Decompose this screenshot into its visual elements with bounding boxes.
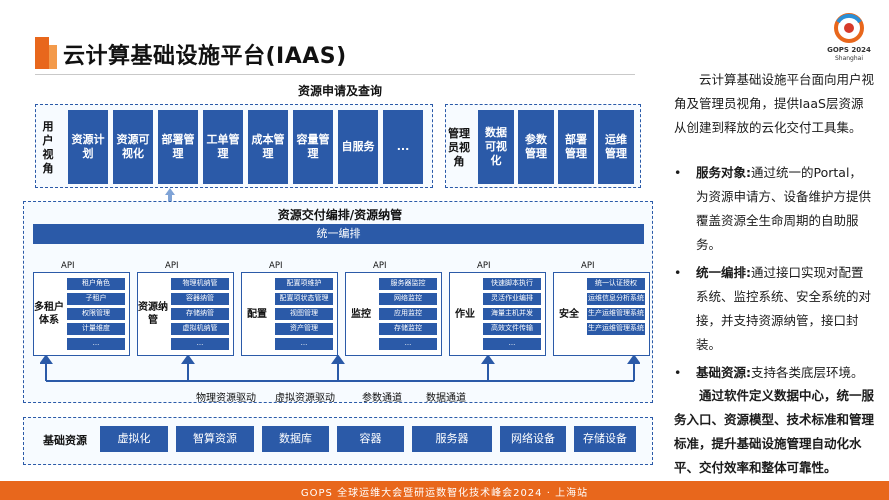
module-item: 统一认证授权 [587, 278, 645, 290]
api-label: API [61, 261, 75, 271]
gops-logo-icon [834, 13, 864, 43]
module-item: ... [171, 338, 229, 350]
logo-subtext: Shanghai [834, 55, 864, 62]
module-item: 海量主机并发 [483, 308, 541, 320]
request-section-title: 资源申请及查询 [297, 84, 382, 98]
module-item: 应用监控 [379, 308, 437, 320]
admin-item: 运维管理 [598, 110, 634, 184]
logo-text: GOPS 2024 [827, 46, 871, 54]
bullet-text: 通过接口实现对配置系统、监控系统、安全系统的对接，并支持资源纳管，接口封装。 [696, 265, 872, 352]
module-item: 容器纳管 [171, 293, 229, 305]
module-item: 存储监控 [379, 323, 437, 335]
unified-orchestration-bar: 统一编排 [33, 224, 644, 244]
module-item: 存储纳管 [171, 308, 229, 320]
base-item: 数据库 [262, 426, 329, 452]
base-item: 服务器 [412, 426, 492, 452]
admin-view-label: 管理员视角 [448, 127, 470, 168]
bullet-head: 基础资源: [696, 365, 751, 380]
driver-label: 虚拟资源驱动 [275, 393, 335, 404]
tenant-item: 资源可视化 [113, 110, 153, 184]
module-item: 租户角色 [67, 278, 125, 290]
api-label: API [477, 261, 491, 271]
api-label: API [269, 261, 283, 271]
bullet-head: 服务对象: [696, 165, 751, 180]
module-item: 计量维度 [67, 323, 125, 335]
driver-label: 数据通道 [426, 393, 466, 404]
module-item: 配置项状态管理 [275, 293, 333, 305]
module-item: ... [483, 338, 541, 350]
module-item: 服务器监控 [379, 278, 437, 290]
driver-label: 物理资源驱动 [196, 393, 256, 404]
bullet-dot: • [674, 165, 682, 180]
admin-item: 部署管理 [558, 110, 594, 184]
module-item: ... [379, 338, 437, 350]
base-resources-label: 基础资源 [43, 434, 87, 447]
module-item: 资产管理 [275, 323, 333, 335]
gops-logo: GOPS 2024 Shanghai [826, 12, 872, 66]
tenant-item: ... [383, 110, 423, 184]
driver-arrows [40, 355, 640, 382]
module-item: 视图管理 [275, 308, 333, 320]
title-divider [35, 74, 635, 75]
bullet-text: 通过统一的Portal，为资源申请方、设备维护方提供覆盖资源全生命周期的自助服务… [696, 165, 872, 252]
module-label: 作业 [455, 308, 475, 320]
module-label: 多租户体系 [34, 302, 64, 326]
api-label: API [581, 261, 595, 271]
description-intro: 云计算基础设施平台面向用户视角及管理员视角，提供IaaS层资源从创建到释放的云化… [674, 72, 875, 135]
base-item: 存储设备 [574, 426, 636, 452]
orchestration-title: 资源交付编排/资源纳管 [277, 208, 403, 222]
footer-bar [0, 481, 889, 500]
description-bullet: 服务对象:通过统一的Portal，为资源申请方、设备维护方提供覆盖资源全生命周期… [696, 161, 874, 257]
page-title: 云计算基础设施平台(IAAS) [63, 44, 347, 69]
base-item: 智算资源 [176, 426, 254, 452]
tenant-item: 自服务 [338, 110, 378, 184]
module-item: 子租户 [67, 293, 125, 305]
bullet-text: 支持各类底层环境。 [751, 365, 864, 380]
module-item: 高效文件传输 [483, 323, 541, 335]
module-item: ... [67, 338, 125, 350]
module-item: 生产运维管理系统 [587, 308, 645, 320]
api-label: API [373, 261, 387, 271]
module-item: 物理机纳管 [171, 278, 229, 290]
bullet-head: 统一编排: [696, 265, 751, 280]
tenant-item: 资源计划 [68, 110, 108, 184]
base-item: 容器 [337, 426, 404, 452]
module-item: ... [275, 338, 333, 350]
tenant-view-label: 用户视角 [42, 120, 54, 175]
module-item: 配置项维护 [275, 278, 333, 290]
module-item: 运维信息分析系统 [587, 293, 645, 305]
module-label: 安全 [559, 308, 579, 320]
description-bullet: 基础资源:支持各类底层环境。 [696, 361, 874, 385]
module-item: 虚拟机纳管 [171, 323, 229, 335]
module-item: 网络监控 [379, 293, 437, 305]
module-label: 配置 [247, 308, 267, 320]
admin-item: 数据可视化 [478, 110, 514, 184]
tenant-item: 成本管理 [248, 110, 288, 184]
base-item: 虚拟化 [100, 426, 168, 452]
module-item: 灵活作业编排 [483, 293, 541, 305]
module-label: 监控 [351, 308, 371, 320]
tenant-item: 工单管理 [203, 110, 243, 184]
description-summary: 通过软件定义数据中心，统一服务入口、资源模型、技术标准和管理标准，提升基础设施管… [674, 388, 875, 475]
api-label: API [165, 261, 179, 271]
description-bullet: 统一编排:通过接口实现对配置系统、监控系统、安全系统的对接，并支持资源纳管，接口… [696, 261, 874, 357]
bullet-dot: • [674, 365, 682, 380]
footer-text: GOPS 全球运维大会暨研运数智化技术峰会2024 · 上海站 [300, 488, 589, 499]
module-item: 权限管理 [67, 308, 125, 320]
module-label: 资源纳管 [138, 302, 168, 326]
title-accent-icon [35, 37, 57, 69]
tenant-item: 容量管理 [293, 110, 333, 184]
admin-item: 参数管理 [518, 110, 554, 184]
module-item: 生产运维管理系统 [587, 323, 645, 335]
driver-label: 参数通道 [362, 393, 402, 404]
tenant-item: 部署管理 [158, 110, 198, 184]
base-item: 网络设备 [500, 426, 566, 452]
module-item: 快速脚本执行 [483, 278, 541, 290]
bullet-dot: • [674, 265, 682, 280]
